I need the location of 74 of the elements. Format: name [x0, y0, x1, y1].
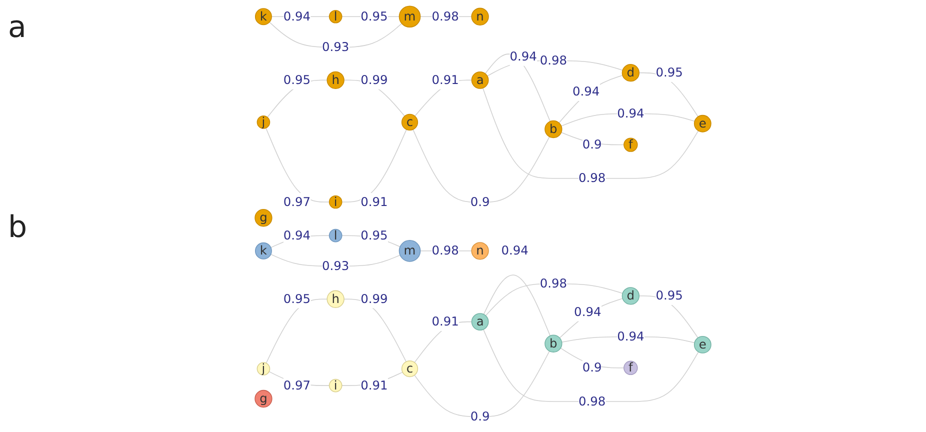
node-circle: l: [328, 228, 342, 242]
edge-label: 0.94: [283, 228, 311, 242]
edge-label: 0.95: [656, 65, 683, 80]
edge-label: 0.9: [582, 137, 602, 152]
node-circle: c: [401, 360, 418, 378]
edge-label: 0.94: [510, 49, 537, 64]
node-circle: f: [624, 138, 638, 152]
node-circle: m: [398, 6, 421, 28]
edge-label: 0.93: [322, 40, 350, 54]
node-circle: j: [256, 362, 270, 376]
connector: [483, 274, 551, 336]
node-circle: m: [398, 240, 421, 262]
node-circle: a: [471, 71, 489, 89]
node-circle: a: [471, 313, 489, 331]
node-circle: n: [471, 242, 489, 260]
node-circle: k: [254, 242, 272, 260]
edge-label: 0.98: [540, 52, 568, 68]
panel-letter: b: [8, 210, 28, 245]
connector: [414, 350, 550, 418]
edge-label: 0.94: [617, 106, 644, 121]
node-circle: n: [471, 8, 489, 26]
edge-label: 0.9: [582, 360, 602, 375]
edge-label: 0.98: [578, 394, 606, 408]
edge-label: 0.98: [432, 243, 459, 258]
connector: [483, 329, 699, 402]
edge-label: 0.98: [578, 170, 606, 186]
node-circle: h: [326, 290, 344, 308]
edge-label: 0.94: [501, 242, 528, 258]
edge-label: 0.93: [322, 258, 350, 274]
node-circle: e: [694, 336, 712, 354]
edge-label: 0.91: [360, 378, 388, 392]
node-circle: l: [328, 10, 342, 24]
node-circle: b: [544, 334, 562, 352]
node-circle: k: [254, 8, 272, 26]
edge-label: 0.94: [572, 84, 600, 99]
node-circle: h: [326, 71, 344, 89]
node-circle: i: [328, 195, 342, 209]
connector: [560, 348, 624, 368]
edge-label: 0.91: [432, 314, 459, 329]
edge-label: 0.99: [360, 292, 388, 306]
edge-label: 0.97: [283, 194, 311, 209]
node-circle: g: [254, 390, 272, 408]
node-circle: d: [622, 287, 640, 305]
edge-label: 0.98: [540, 276, 568, 291]
node-circle: f: [624, 360, 638, 376]
node-circle: j: [256, 116, 270, 129]
connector: [558, 74, 623, 124]
edge-label: 0.95: [360, 9, 388, 24]
node-circle: b: [544, 120, 562, 138]
edge-label: 0.95: [656, 288, 683, 303]
connector: [266, 128, 330, 202]
edge-label: 0.9: [470, 409, 490, 424]
edge-label: 0.95: [283, 72, 311, 88]
edge-label: 0.94: [617, 329, 644, 344]
edge-label: 0.98: [432, 9, 459, 24]
connector: [559, 298, 623, 338]
connector: [482, 88, 699, 179]
node-circle: d: [622, 64, 640, 82]
edge-label: 0.91: [432, 72, 459, 88]
panel-letter: a: [8, 10, 26, 45]
connector: [341, 129, 407, 202]
node-circle: g: [254, 209, 272, 227]
edge-label: 0.95: [360, 228, 388, 242]
edge-label: 0.97: [283, 378, 311, 392]
edge-label: 0.99: [360, 72, 388, 88]
edge-label: 0.94: [574, 304, 602, 320]
edge-label: 0.9: [470, 194, 490, 210]
edge-label: 0.95: [283, 292, 311, 306]
node-circle: c: [401, 114, 418, 131]
edge-label: 0.91: [360, 194, 388, 209]
edge-label: 0.94: [283, 9, 311, 24]
connector: [412, 129, 550, 203]
node-circle: i: [328, 378, 342, 392]
node-circle: e: [694, 114, 712, 132]
